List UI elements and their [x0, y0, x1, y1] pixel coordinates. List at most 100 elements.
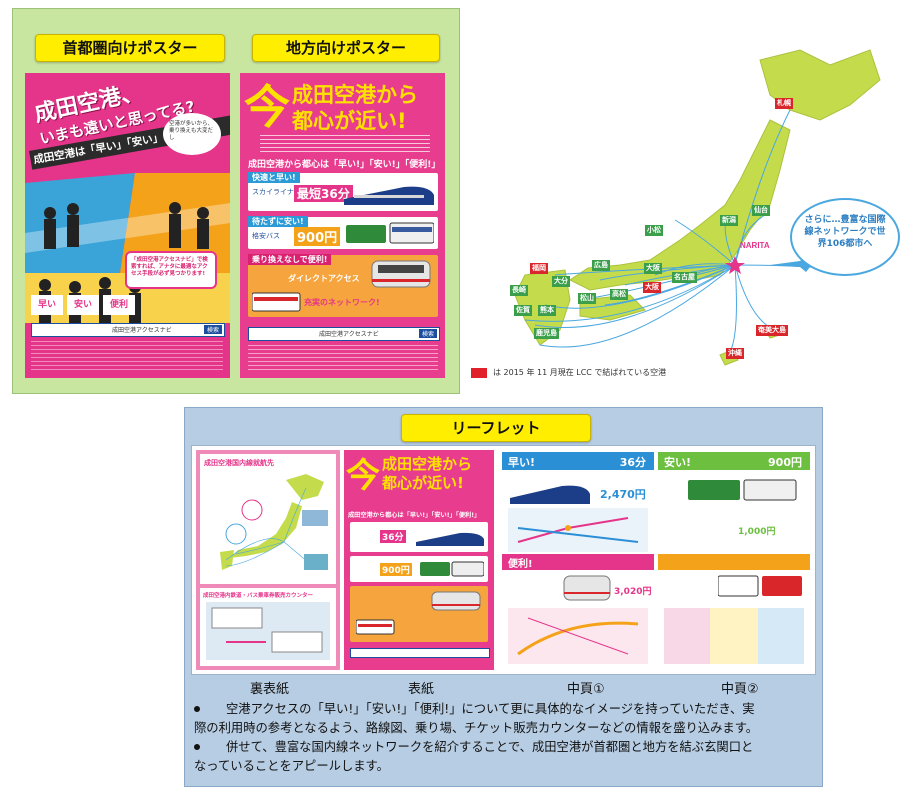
mid2-map [664, 608, 804, 664]
back-cover-diagram [206, 602, 330, 660]
train-image-2 [371, 260, 431, 288]
city-takamatsu: 高松 [610, 289, 628, 300]
back-cover-map [220, 474, 328, 571]
city-komatsu: 小松 [645, 225, 663, 236]
poster2-row-fast: 快適と早い! スカイライナー 最短36分 [248, 172, 438, 211]
front-price: 900円 [380, 563, 412, 576]
japan-network-map: NARITA さらに…豊富な国際線ネットワークで世界106都市へ 小松 新潟 仙… [470, 20, 910, 380]
caption-back-cover: 裏表紙 [250, 682, 290, 697]
mid1-route-diagram [508, 508, 648, 552]
front-bus [420, 561, 484, 577]
front-train-2 [431, 591, 481, 611]
bullet-2-line-1: 併せて、豊富な国内線ネットワークを紹介することで、成田空港が首都圏と地方を結ぶ玄… [226, 740, 754, 754]
city-amami: 奄美大島 [756, 325, 788, 336]
city-nagasaki: 長崎 [510, 285, 528, 296]
poster2-search-bar: 成田空港アクセスナビ 検索 [248, 327, 440, 341]
mid1-fare-2: 3,020円 [614, 587, 652, 597]
front-headline-2: 都心が近い! [382, 474, 464, 492]
poster2-headline-1: 成田空港から [292, 83, 418, 107]
city-okinawa: 沖縄 [726, 348, 744, 359]
mid2-orange-bar [658, 554, 810, 570]
bullet-2-line-2: なっていることをアピールします。 [194, 759, 389, 773]
front-bus-2 [356, 619, 395, 635]
poster2-row2-name: 格安バス [252, 232, 280, 240]
front-footer-bar [350, 648, 490, 658]
caption-middle-2: 中頁② [721, 682, 759, 697]
mid2-fare: 1,000円 [738, 527, 776, 537]
city-kagoshima: 鹿児島 [534, 328, 559, 339]
city-saga: 佐賀 [514, 305, 532, 316]
map-bubble: さらに…豊富な国際線ネットワークで世界106都市へ [790, 198, 900, 276]
narita-map-label: NARITA [740, 241, 770, 250]
leaflet-middle-2: 安い! 900円 1,000円 [658, 450, 810, 670]
poster1-card-2: 安い [67, 295, 99, 315]
poster2-row2-price: 900円 [294, 227, 341, 246]
back-cover-sub: 成田空港内鉄道・バス乗車券販売カウンター [203, 593, 314, 599]
regional-poster: 今 成田空港から 都心が近い! 成田空港から都心は「早い!」「安い!」「便利!」… [240, 73, 445, 378]
poster2-row3-tag: 乗り換えなしで便利! [248, 254, 332, 265]
front-row-convenient [350, 586, 488, 642]
mid1-head: 早い! [508, 456, 536, 469]
poster2-kanji: 今 [244, 80, 290, 134]
poster2-row-cheap: 待たずに安い! 格安バス 900円 [248, 216, 438, 249]
front-row-fast: 36分 [350, 522, 488, 552]
city-osaka-lcc: 大阪 [643, 282, 661, 293]
poster2-row1-time: 最短36分 [294, 185, 353, 202]
japan-map-svg: NARITA [514, 49, 881, 366]
front-headline-1: 成田空港から [382, 455, 473, 473]
bullet-2-mark [194, 744, 200, 750]
poster2-row3-b: 充実のネットワーク! [304, 298, 380, 307]
mid2-header: 安い! 900円 [658, 452, 810, 470]
poster2-row1-name: スカイライナー [252, 188, 301, 196]
leaflet-middle-1: 早い! 36分 2,470円 便利! 3,020円 [502, 450, 654, 670]
poster2-row3-a: ダイレクトアクセス [288, 274, 360, 283]
poster2-search-text: 成田空港アクセスナビ [319, 331, 379, 338]
front-row-cheap: 900円 [350, 556, 488, 582]
poster2-lead: 成田空港から都心は「早い!」「安い!」「便利!」 [248, 160, 441, 170]
mid1-header: 早い! 36分 [502, 452, 654, 470]
train-image-1 [344, 186, 434, 205]
poster1-search-text: 成田空港アクセスナビ [112, 327, 172, 334]
capital-poster: 成田空港、 いまも遠いと思ってる? 成田空港は「早い」「安い」「便利」 空港が多… [25, 73, 230, 378]
city-niigata: 新潟 [720, 215, 738, 226]
poster2-headline-2: 都心が近い! [292, 109, 407, 133]
poster1-fineprint [31, 341, 223, 373]
capital-poster-label: 首都圏向けポスター [35, 34, 225, 62]
poster1-card-3: 便利 [103, 295, 135, 315]
city-matsuyama: 松山 [578, 293, 596, 304]
bus-image-1 [346, 222, 434, 244]
poster1-bubble-1: 空港が多いから、乗り換えも大変だし [163, 113, 221, 155]
mid1-train-2 [563, 575, 611, 601]
legend-text: は 2015 年 11 月現在 LCC で結ばれている空港 [493, 368, 667, 377]
poster1-search-button: 検索 [203, 325, 222, 334]
poster2-row2-tag: 待たずに安い! [248, 216, 308, 227]
city-sendai: 仙台 [752, 205, 770, 216]
mid1-mid: 便利! [508, 559, 533, 570]
mid2-bus-2 [718, 575, 802, 597]
regional-poster-label: 地方向けポスター [252, 34, 440, 62]
mid2-head: 安い! [664, 456, 692, 469]
city-sapporo: 札幌 [775, 98, 793, 109]
poster1-cards: 早い 安い 便利 [31, 295, 141, 317]
bullet-1-mark [194, 706, 200, 712]
legend-red-swatch [471, 368, 487, 378]
mid1-map [508, 608, 648, 664]
city-nagoya: 名古屋 [672, 272, 697, 283]
mid1-train [510, 485, 590, 504]
poster2-body-text [260, 135, 430, 153]
poster2-row-convenient: 乗り換えなしで便利! ダイレクトアクセス 充実のネットワーク! [248, 254, 438, 317]
front-kanji: 今 [346, 456, 380, 496]
mid1-header-2: 便利! [502, 554, 654, 570]
city-hiroshima: 広島 [592, 260, 610, 271]
poster1-bubble-2: 「成田空港アクセスナビ」で検索すれば、アナタに最適なアクセス手段が必ず見つかりま… [125, 251, 217, 289]
poster1-scene [25, 173, 230, 273]
city-kumamoto: 熊本 [538, 305, 556, 316]
city-osaka: 大阪 [644, 263, 662, 274]
back-cover-upper: 成田空港国内線就航先 [200, 454, 336, 584]
front-lead: 成田空港から都心は「早い!」「安い!」「便利!」 [348, 512, 481, 519]
leaflet-front-cover: 今 成田空港から 都心が近い! 成田空港から都心は「早い!」「安い!」「便利!」… [344, 450, 494, 670]
leaflet-back-cover: 成田空港国内線就航先 成田空港内鉄道・バス乗車券販売カウンター [196, 450, 340, 670]
mid1-time: 36分 [619, 456, 646, 469]
caption-middle-1: 中頁① [567, 682, 605, 697]
mid1-fare: 2,470円 [600, 488, 646, 501]
